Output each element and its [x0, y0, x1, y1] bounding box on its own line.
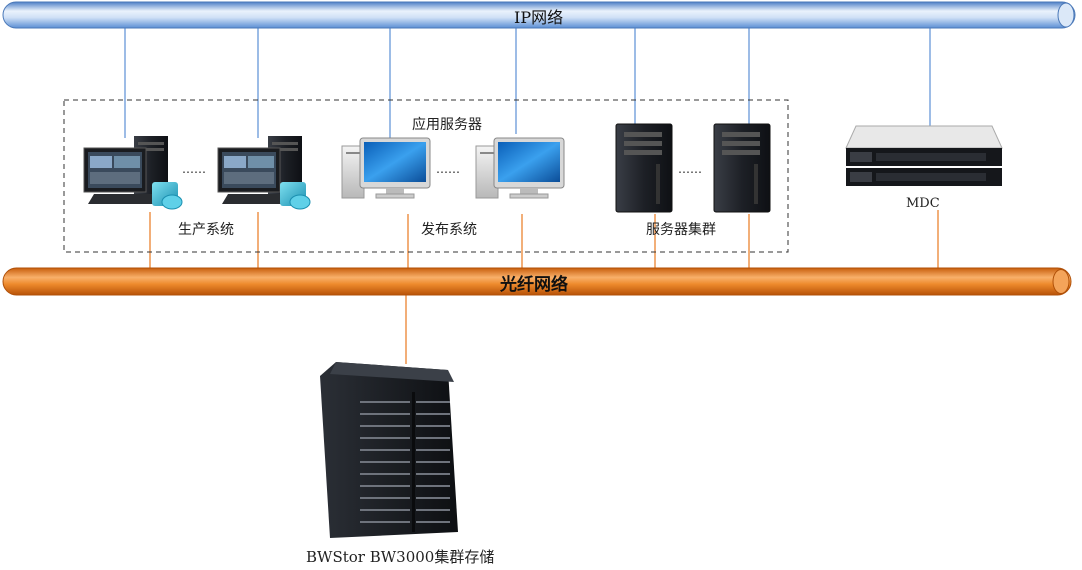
storage-rack-icon [320, 362, 458, 538]
ip-network-bus [2, 1, 1076, 29]
workstation-icon [217, 136, 311, 210]
server-cluster-label: 服务器集群 [646, 222, 716, 238]
storage-label: BWStor BW3000集群存储 [306, 548, 495, 566]
app-server-group-label: 应用服务器 [412, 117, 482, 133]
fiber-network-bus [2, 267, 1072, 296]
desktop-pc-icon [475, 137, 565, 199]
app-server-group-box [63, 99, 789, 253]
tower-server-icon [713, 123, 771, 213]
desktop-pc-icon [341, 137, 431, 199]
workstation-icon [83, 136, 183, 210]
tower-server-icon [615, 123, 673, 213]
mdc-label: MDC [906, 196, 940, 211]
ellipsis-publishing: …… [436, 162, 460, 176]
publishing-system-label: 发布系统 [421, 222, 477, 238]
ip-connector-lines [124, 28, 931, 138]
production-system-label: 生产系统 [178, 222, 234, 238]
ellipsis-production: …… [182, 162, 206, 176]
ip-network-label: IP网络 [514, 8, 564, 27]
rack-server-icon [845, 125, 1003, 186]
ellipsis-cluster: …… [678, 162, 702, 176]
fiber-connector-lines [149, 210, 939, 364]
fiber-network-label: 光纤网络 [500, 275, 568, 295]
